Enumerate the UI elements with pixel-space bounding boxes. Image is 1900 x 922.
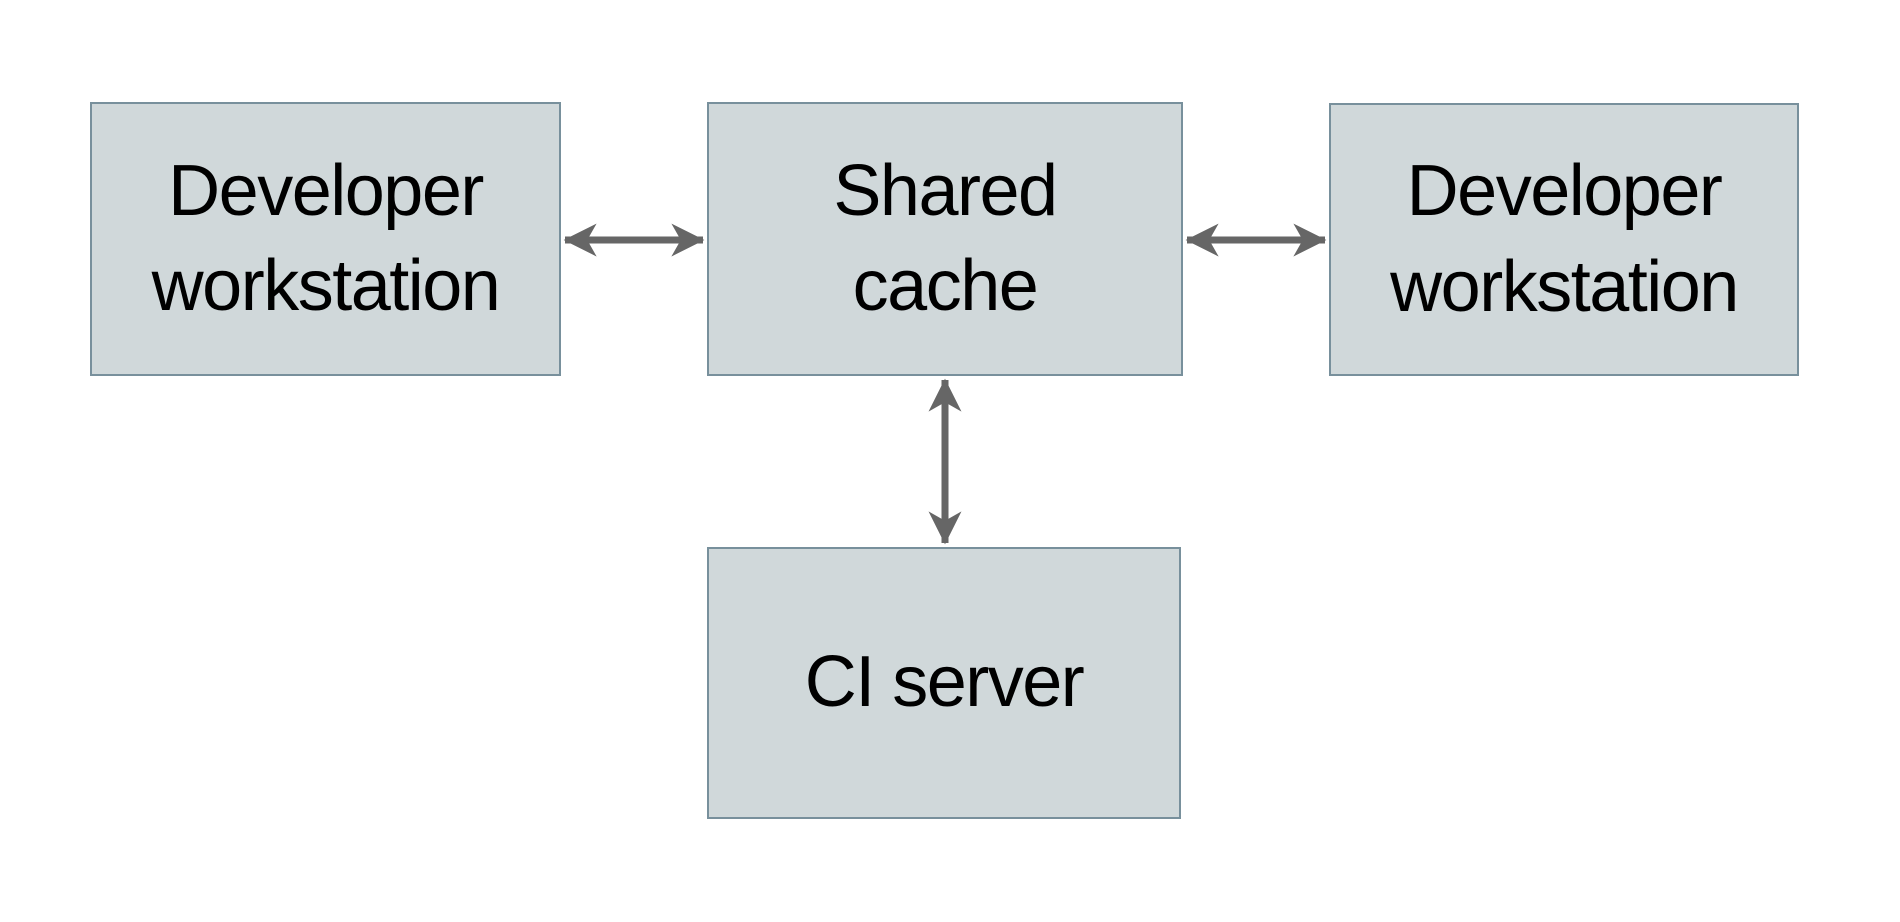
node-label-ci-server: CI server xyxy=(804,642,1085,723)
node-ci-server: CI server xyxy=(707,547,1181,819)
node-shared-cache: Shared cache xyxy=(707,102,1183,376)
node-label-developer-workstation-right: Developer workstation xyxy=(1390,151,1739,327)
node-label-shared-cache: Shared cache xyxy=(833,150,1058,326)
node-developer-workstation-left: Developer workstation xyxy=(90,102,561,376)
node-developer-workstation-right: Developer workstation xyxy=(1329,103,1799,376)
node-label-developer-workstation-left: Developer workstation xyxy=(151,150,501,326)
